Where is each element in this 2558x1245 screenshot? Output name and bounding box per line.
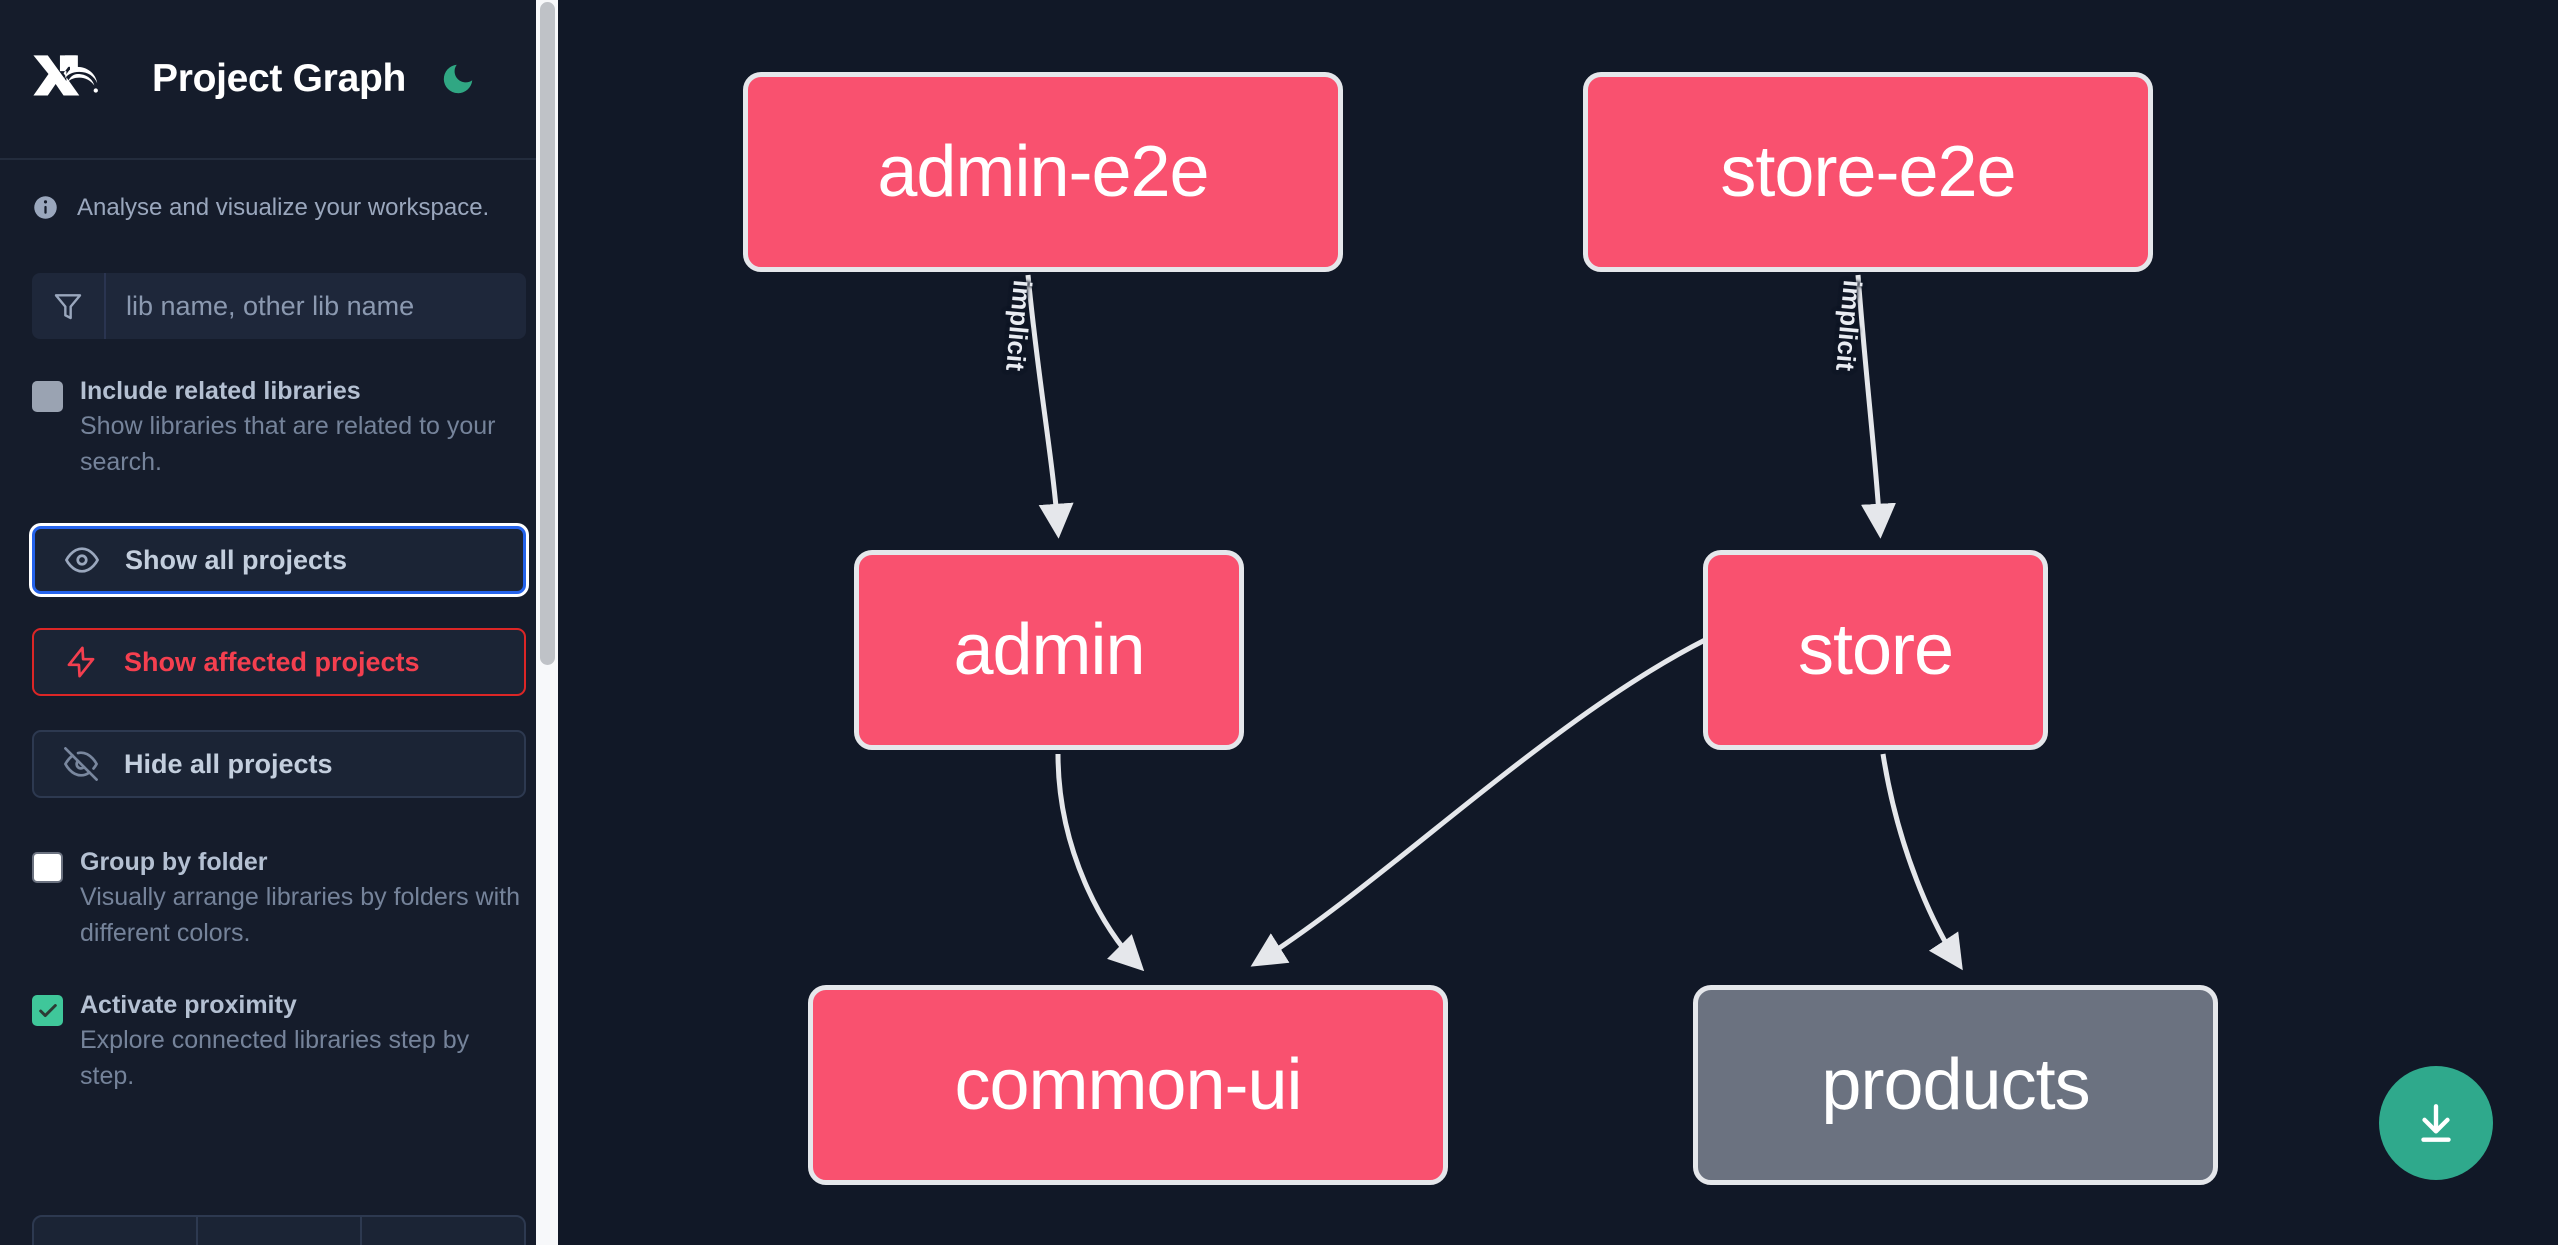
checkbox-label-group-by-folder: Group by folder (80, 848, 268, 877)
edge-admin-to-common-ui (1055, 753, 1145, 972)
graph-node-store[interactable]: store (1703, 550, 2048, 750)
checkmark-icon (38, 1003, 57, 1017)
search-input[interactable] (106, 273, 526, 340)
show-all-projects-label: Show all projects (125, 544, 348, 575)
moon-icon-glyph (443, 64, 473, 94)
checkbox-row-include-related-libraries[interactable]: Include related libraries Show libraries… (0, 375, 558, 480)
graph-node-store-e2e[interactable]: store-e2e (1583, 72, 2153, 272)
sidebar-header: Project Graph (0, 0, 558, 160)
info-banner: Analyse and visualize your workspace. (0, 160, 558, 223)
edge-store-e2e-to-store (1855, 274, 1896, 539)
show-affected-projects-button[interactable]: Show affected projects (32, 628, 526, 697)
graph-canvas[interactable]: implicit implicit admin-e2e store-e2e ad… (558, 0, 2558, 1245)
hide-all-projects-button[interactable]: Hide all projects (32, 730, 526, 799)
nx-logo-icon (33, 55, 98, 96)
checkbox-activate-proximity[interactable] (32, 995, 63, 1027)
show-all-projects-button[interactable]: Show all projects (32, 526, 526, 595)
moon-icon[interactable] (438, 59, 478, 99)
graph-node-products[interactable]: products (1693, 985, 2218, 1185)
graph-node-label-common-ui: common-ui (954, 1045, 1302, 1125)
graph-node-admin-e2e[interactable]: admin-e2e (743, 72, 1343, 272)
edge-admin-e2e-to-admin (1025, 274, 1074, 539)
hide-all-projects-label: Hide all projects (124, 748, 333, 779)
checkbox-row-activate-proximity[interactable]: Activate proximity Explore connected lib… (0, 989, 558, 1094)
checkbox-description-activate-proximity: Explore connected libraries step by step… (80, 1026, 470, 1090)
segment-increase[interactable] (362, 1217, 524, 1245)
search-filter-box (32, 273, 526, 340)
segment-decrease[interactable] (34, 1217, 198, 1245)
show-affected-projects-label: Show affected projects (124, 646, 420, 677)
graph-node-label-products: products (1821, 1045, 2090, 1125)
checkbox-label-activate-proximity: Activate proximity (80, 991, 297, 1020)
proximity-segmented-control[interactable] (32, 1215, 526, 1245)
edge-store-to-common-ui (1250, 637, 1707, 967)
projects-button-group: Show all projects Show affected projects… (0, 526, 558, 799)
graph-node-common-ui[interactable]: common-ui (808, 985, 1448, 1185)
sidebar: Project Graph Analyse and visualize your… (0, 0, 558, 1245)
filter-funnel-icon (32, 273, 106, 340)
graph-edges-layer (1025, 274, 1963, 972)
graph-node-label-admin-e2e: admin-e2e (877, 132, 1209, 212)
graph-node-label-store: store (1797, 610, 1954, 690)
graph-node-label-admin: admin (953, 610, 1145, 690)
page-title: Project Graph (152, 57, 406, 100)
eye-off-icon (64, 747, 98, 782)
graph-node-admin[interactable]: admin (854, 550, 1244, 750)
segment-reset[interactable] (198, 1217, 362, 1245)
checkbox-description-group-by-folder: Visually arrange libraries by folders wi… (80, 883, 521, 947)
checkbox-group-by-folder[interactable] (32, 852, 63, 884)
checkbox-include-related-libraries[interactable] (32, 381, 63, 413)
eye-icon (65, 547, 99, 573)
info-text: Analyse and visualize your workspace. (77, 194, 490, 221)
download-icon (2421, 1104, 2451, 1142)
sidebar-scrollbar-thumb[interactable] (540, 2, 555, 665)
checkbox-label-include-related-libraries: Include related libraries (80, 377, 361, 406)
info-circle-icon (34, 196, 57, 219)
edge-store-to-products (1880, 753, 1963, 971)
graph-node-label-store-e2e: store-e2e (1720, 132, 2016, 212)
filter-funnel-icon-glyph (54, 294, 82, 320)
download-graph-button[interactable] (2379, 1066, 2493, 1180)
checkbox-row-group-by-folder[interactable]: Group by folder Visually arrange librari… (0, 846, 558, 951)
lightning-bolt-icon (67, 646, 95, 678)
sidebar-scrollbar-track[interactable] (536, 0, 558, 1245)
checkbox-description-include-related-libraries: Show libraries that are related to your … (80, 412, 496, 476)
